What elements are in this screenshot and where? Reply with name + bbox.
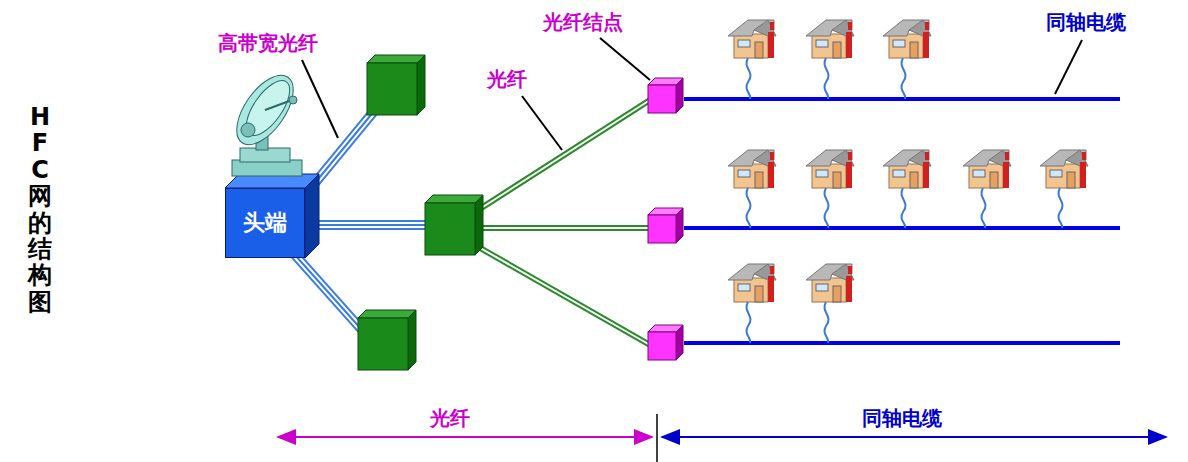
span-arrow	[278, 414, 1166, 462]
callout-label: 同轴电缆	[1046, 9, 1126, 36]
drop-cable	[746, 58, 1062, 343]
coax-cable	[684, 99, 1120, 343]
callout-label: 同轴电缆	[862, 405, 942, 432]
callout-label: 光纤结点	[543, 9, 623, 36]
node-label: 头端	[243, 208, 287, 238]
callout-label: 光纤	[430, 405, 470, 432]
green-cube	[358, 55, 483, 370]
head-end-box: 头端	[225, 188, 305, 258]
callout-label: 光纤	[487, 66, 527, 93]
house	[728, 20, 1088, 302]
head-end-cube	[225, 174, 319, 258]
fiber-node-cube	[648, 78, 683, 360]
fiber	[475, 100, 650, 345]
leader-line	[302, 38, 1082, 150]
callout-label: 高带宽光纤	[218, 30, 318, 57]
high-bandwidth-fiber	[295, 110, 425, 330]
satellite-dish	[226, 66, 305, 176]
diagram-title: HFC 网的结构图	[28, 104, 52, 315]
